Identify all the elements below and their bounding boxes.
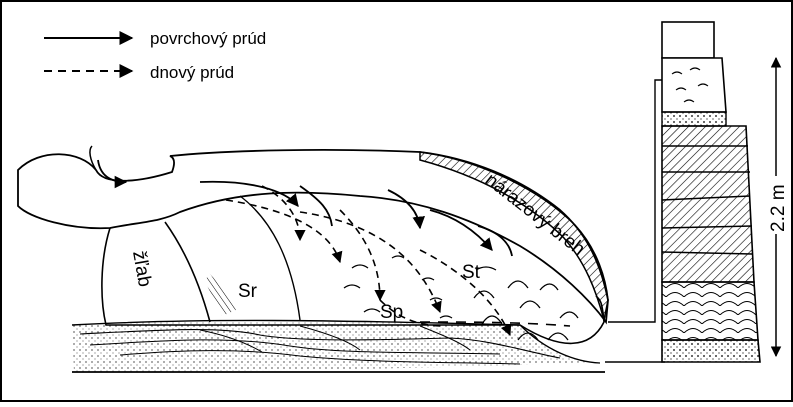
legend-surface-current: povrchový prúd [150,29,266,48]
label-thickness: 2.2 m [768,184,789,232]
label-st: St [462,262,481,283]
legend-bottom-current: dnový prúd [150,63,234,82]
label-sr: Sr [238,281,258,302]
label-sp: Sp [380,302,403,323]
